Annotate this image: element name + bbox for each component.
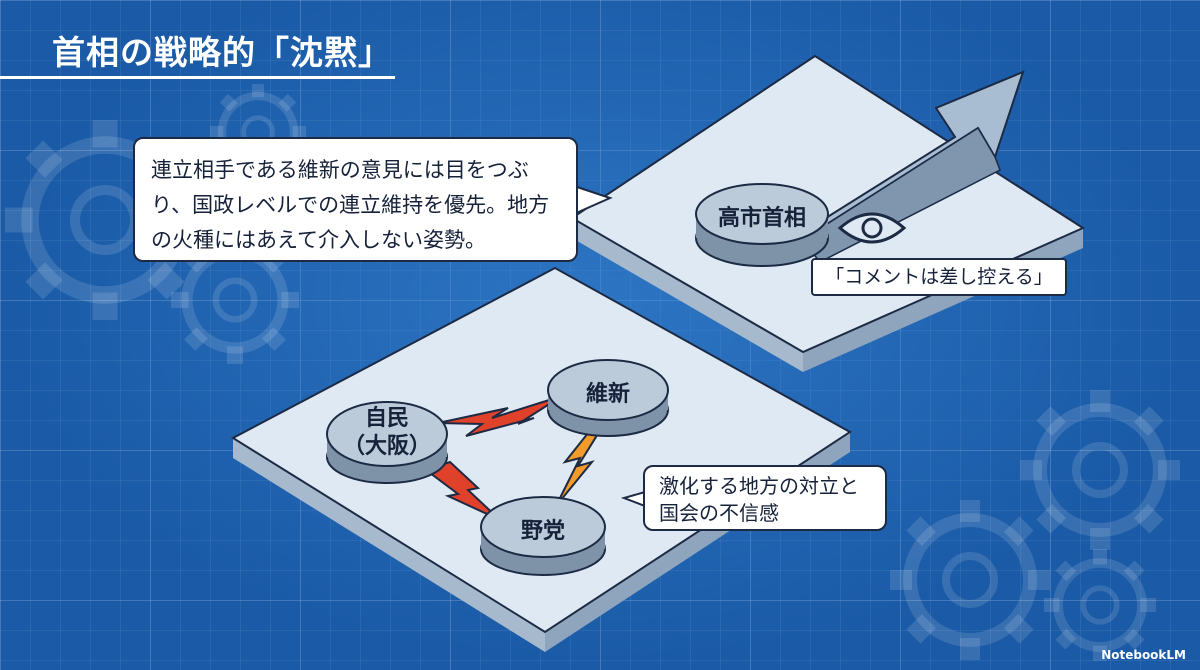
ldp-label: 自民 （大阪） [337, 405, 437, 461]
callout-line: り、国政レベルでの連立維持を優先。地方 [151, 193, 550, 217]
ldp-label-line: （大阪） [342, 434, 431, 459]
page-title: 首相の戦略的「沈黙」 [52, 33, 392, 72]
callout-line: の火種にはあえて介入しない姿勢。 [151, 228, 486, 252]
eye-icon [837, 212, 907, 244]
conflict-callout: 激化する地方の対立と 国会の不信感 [643, 465, 887, 531]
lightning-icon [423, 460, 501, 521]
ishin-label: 維新 [585, 382, 630, 407]
strategy-callout: 連立相手である維新の意見には目をつぶ り、国政レベルでの連立維持を優先。地方 の… [133, 137, 578, 262]
opposition-label: 野党 [520, 519, 565, 544]
notebooklm-logo: NotebookLM [1101, 648, 1186, 662]
ishin-disk [547, 359, 669, 437]
pm-label: 高市首相 [717, 206, 806, 231]
callout-line: 国会の不信感 [659, 501, 779, 525]
title-underline [0, 76, 395, 79]
pm-disk [695, 183, 829, 267]
callout-line: 激化する地方の対立と [659, 474, 859, 498]
lightning-icon [437, 395, 563, 437]
opposition-disk [480, 496, 606, 576]
callout-line: 連立相手である維新の意見には目をつぶ [151, 158, 529, 182]
pm-quote: 「コメントは差し控える」 [811, 258, 1067, 296]
ldp-disk [326, 401, 448, 484]
ldp-label-line: 自民 [364, 406, 409, 431]
